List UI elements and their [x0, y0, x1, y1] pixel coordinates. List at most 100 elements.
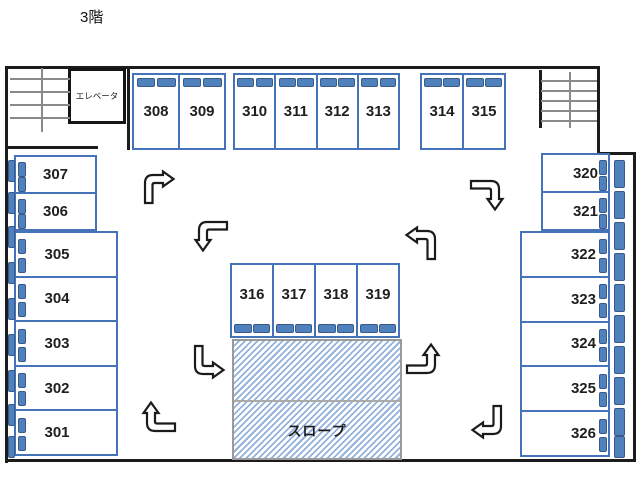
turn-arrow-right-then-up — [405, 343, 440, 375]
wheel-stop — [18, 239, 26, 255]
ramp-area: スロープ — [232, 339, 402, 460]
wheel-stop — [18, 391, 26, 407]
stall-308: 308 — [134, 75, 178, 148]
stall-313: 313 — [356, 75, 398, 148]
wheel-stop — [18, 302, 26, 318]
stall-block-right-upper: 320 321 — [541, 153, 610, 231]
wheel-stop — [18, 436, 26, 452]
turn-arrow-down-then-left — [471, 404, 503, 439]
wheel-stop — [466, 78, 484, 87]
wheel-stop — [318, 324, 336, 333]
wheel-stop — [338, 78, 356, 87]
wheel-stop — [379, 78, 397, 87]
stall-324: 324 — [522, 320, 608, 366]
wheel-stop — [255, 78, 273, 87]
wheel-stop — [297, 78, 314, 87]
wheel-stop — [295, 324, 313, 333]
stall-306: 306 — [16, 192, 95, 230]
stall-block-top-right: 314 315 — [420, 73, 506, 150]
stall-block-right-lower: 322 323 324 325 326 — [520, 231, 610, 457]
stall-317: 317 — [272, 265, 314, 336]
turn-arrow-left-then-up — [142, 401, 177, 433]
turn-arrow-left-then-down — [194, 220, 229, 252]
stall-322: 322 — [522, 233, 608, 276]
stall-303: 303 — [16, 320, 116, 365]
wheel-stop — [599, 373, 607, 389]
wheel-stop — [18, 214, 26, 230]
wheel-stop — [599, 239, 607, 255]
wheel-stop — [18, 257, 26, 273]
stall-325: 325 — [522, 365, 608, 410]
stall-302: 302 — [16, 364, 116, 410]
wheel-stop — [424, 78, 442, 87]
lobby-wall-right — [127, 66, 130, 150]
wheel-stop — [18, 162, 26, 178]
wheel-stop — [599, 347, 607, 363]
stall-320: 320 — [543, 155, 608, 191]
stall-block-left-upper: 307 306 — [14, 155, 97, 231]
wheel-stop — [182, 78, 202, 87]
stall-301: 301 — [16, 409, 116, 454]
wheel-stop — [485, 78, 503, 87]
wheel-stop — [599, 437, 607, 452]
elevator: エレベータ — [68, 68, 126, 124]
wheel-stop — [337, 324, 355, 333]
turn-arrow-up-then-left — [405, 226, 437, 261]
stall-311: 311 — [274, 75, 315, 148]
stall-309: 309 — [178, 75, 224, 148]
wheel-stop — [237, 78, 255, 87]
stall-307: 307 — [16, 157, 95, 193]
wheel-stop — [136, 78, 156, 87]
stall-312: 312 — [315, 75, 357, 148]
stall-305: 305 — [16, 233, 116, 276]
wheel-stop — [203, 78, 223, 87]
turn-arrow-down-then-right — [193, 344, 225, 379]
wall-top — [8, 66, 600, 69]
wheel-stop — [18, 417, 26, 433]
wheel-stop — [157, 78, 177, 87]
stall-315: 315 — [462, 75, 504, 148]
wall-right-lower — [633, 152, 636, 462]
wheel-stop — [276, 324, 294, 333]
stall-304: 304 — [16, 275, 116, 321]
wheel-stop — [599, 213, 607, 229]
wall-right-step — [597, 152, 636, 155]
ramp-divider-line — [234, 400, 400, 402]
wheel-stop — [599, 302, 607, 318]
stall-316: 316 — [232, 265, 272, 336]
wall-left — [5, 66, 8, 463]
wheel-stop — [253, 324, 271, 333]
wheel-stop — [599, 329, 607, 344]
wheel-stop — [18, 283, 26, 299]
stall-block-top-left: 308 309 — [132, 73, 226, 150]
stall-block-top-center: 310 311 312 313 — [233, 73, 400, 150]
wheel-stop — [360, 324, 378, 333]
ramp-label: スロープ — [287, 423, 347, 439]
stall-326: 326 — [522, 410, 608, 455]
wheel-stop — [379, 324, 397, 333]
stall-321: 321 — [543, 191, 608, 229]
turn-arrow-right-then-down — [469, 179, 504, 211]
stall-310: 310 — [235, 75, 274, 148]
floor-title: 3階 — [80, 9, 104, 26]
stall-319: 319 — [356, 265, 398, 336]
wall-right-upper — [597, 66, 600, 155]
wheel-stop — [18, 177, 26, 193]
stall-323: 323 — [522, 275, 608, 321]
wheel-stop — [599, 284, 607, 300]
stall-314: 314 — [422, 75, 462, 148]
wheel-stop — [599, 257, 607, 273]
wheel-stop — [18, 328, 26, 344]
turn-arrow-up-then-right — [143, 170, 175, 205]
wheel-stop — [599, 160, 607, 176]
wall-bottom — [5, 459, 636, 462]
wheel-stop — [361, 78, 378, 87]
stall-318: 318 — [314, 265, 356, 336]
wheel-stop — [599, 418, 607, 434]
wheel-stop — [599, 198, 607, 214]
wheel-stop — [278, 78, 296, 87]
wheel-stop — [443, 78, 461, 87]
wheel-stop — [319, 78, 337, 87]
lobby-wall-bottom — [8, 146, 98, 149]
